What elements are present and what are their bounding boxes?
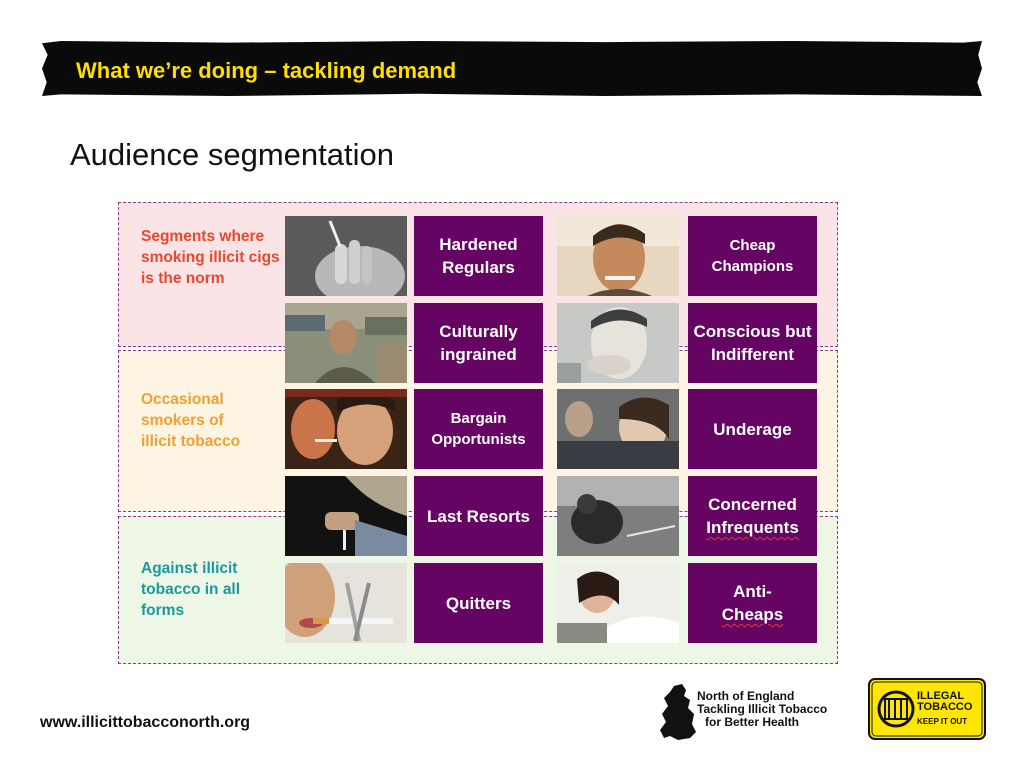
tile-anti-line2: Cheaps bbox=[721, 605, 784, 624]
photo-young-man-smoking bbox=[557, 216, 679, 296]
photo-hand-with-cigarette bbox=[285, 216, 407, 296]
org-name-line3: for Better Health bbox=[705, 715, 800, 729]
photo-man-at-car-park bbox=[285, 303, 407, 383]
photo-hand-holding-cigarette bbox=[285, 476, 407, 556]
photo-teenagers-smoking bbox=[557, 389, 679, 469]
segment-label-against: Against illicit tobacco in all forms bbox=[141, 560, 241, 619]
tile-underage: Underage bbox=[688, 389, 817, 469]
badge-line1: ILLEGAL bbox=[917, 690, 965, 702]
north-of-england-map-icon bbox=[660, 684, 696, 740]
header-banner bbox=[42, 41, 982, 96]
badge-label: ILLEGAL TOBACCO bbox=[917, 691, 972, 713]
org-name: North of England Tackling Illicit Tobacc… bbox=[697, 690, 827, 729]
illegal-tobacco-badge-icon bbox=[868, 678, 986, 740]
org-name-line1: North of England bbox=[697, 689, 795, 703]
tile-last-resorts: Last Resorts bbox=[414, 476, 543, 556]
tile-bargain-opportunists: Bargain Opportunists bbox=[414, 389, 543, 469]
photo-crouching-figure bbox=[557, 476, 679, 556]
tile-quitters: Quitters bbox=[414, 563, 543, 643]
org-name-line2: Tackling Illicit Tobacco bbox=[697, 702, 828, 716]
tile-culturally-ingrained: Culturally ingrained bbox=[414, 303, 543, 383]
tile-concerned-line2: Infrequents bbox=[706, 518, 799, 537]
tile-conscious-but-indifferent: Conscious but Indifferent bbox=[688, 303, 817, 383]
photo-man-hand-to-mouth bbox=[557, 303, 679, 383]
tile-anti-line1: Anti- bbox=[733, 582, 772, 601]
footer-website-url: www.illicittobacconorth.org bbox=[40, 714, 251, 731]
photo-scissors-cutting-cigarette bbox=[285, 563, 407, 643]
photo-two-smokers bbox=[285, 389, 407, 469]
tile-hardened-regulars: Hardened Regulars bbox=[414, 216, 543, 296]
tile-cheap-champions: Cheap Champions bbox=[688, 216, 817, 296]
segment-label-norm: Segments where smoking illicit cigs is t… bbox=[141, 228, 280, 287]
segment-label-occasional: Occasional smokers of illicit tobacco bbox=[141, 391, 241, 450]
badge-line2: TOBACCO bbox=[917, 701, 973, 713]
tile-anti-cheaps: Anti- Cheaps bbox=[688, 563, 817, 643]
slide-title: What we’re doing – tackling demand bbox=[76, 58, 457, 83]
photo-woman-resting bbox=[557, 563, 679, 643]
badge-slogan: KEEP IT OUT bbox=[917, 717, 968, 726]
slide-subtitle: Audience segmentation bbox=[70, 137, 395, 172]
tile-concerned-line1: Concerned bbox=[708, 495, 797, 514]
